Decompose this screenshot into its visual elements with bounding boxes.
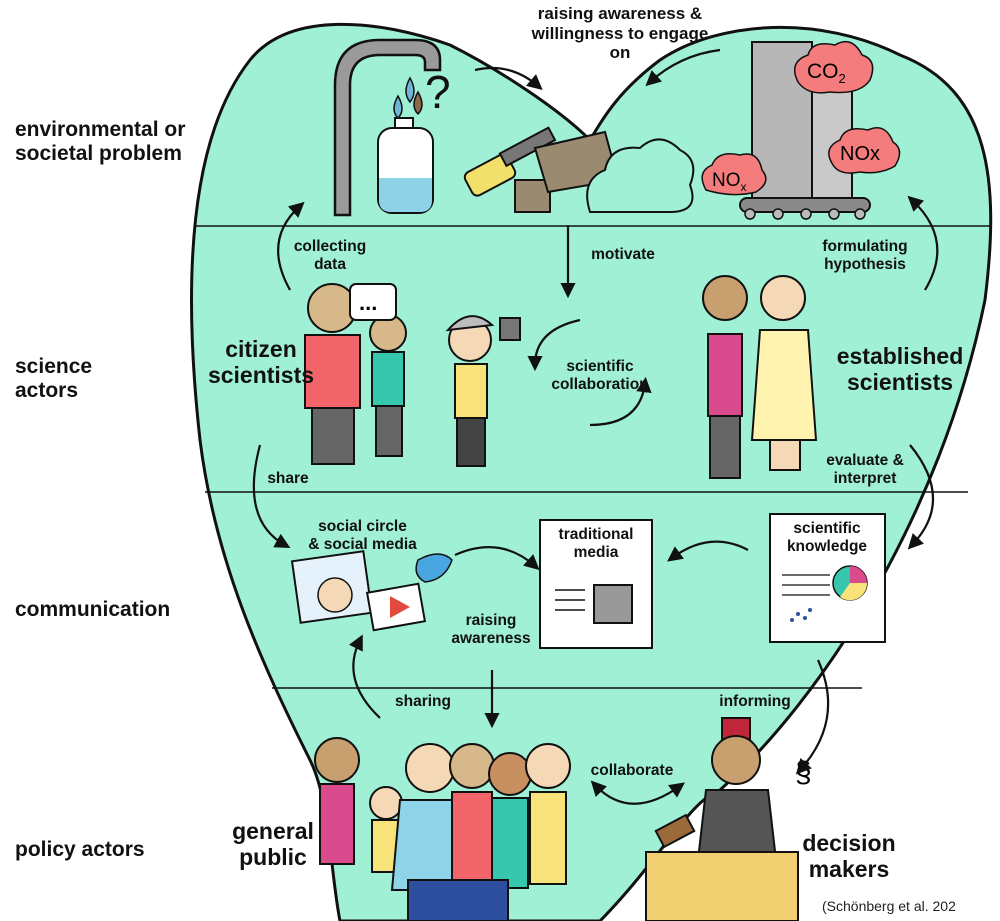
label-citizen-scientists: citizen scientists (207, 336, 315, 389)
nox-cloud-icon: NOx (828, 127, 901, 174)
label-evaluate-interpret: evaluate & interpret (826, 452, 904, 487)
row-label-policy: policy actors (15, 838, 145, 861)
label-formulating-hypothesis: formulating hypothesis (822, 238, 908, 273)
label-established-scientists: established scientists (836, 343, 964, 396)
scientific-paper-icon (769, 513, 886, 643)
svg-text:NOx: NOx (712, 170, 747, 194)
svg-text:CO2: CO2 (807, 60, 846, 86)
row-label-science: science actors (15, 355, 93, 403)
paragraph-sign: § (795, 756, 812, 789)
heart-shape (190, 22, 993, 921)
speech-bubble: ... (349, 283, 397, 321)
citizen-scientists-figures (304, 283, 521, 467)
row-label-problem: environmental or societal problem (15, 118, 186, 166)
label-collecting-data: collecting data (293, 238, 367, 273)
label-scientific-collaboration: scientific collaboration (551, 358, 649, 393)
svg-text:NOx: NOx (840, 143, 880, 165)
established-scientists-figures (702, 275, 818, 479)
flow-arrows (252, 48, 939, 805)
nox-cloud-small-icon: NOx (701, 153, 767, 196)
label-decision-makers: decision makers (802, 830, 896, 883)
label-general-public: general public (232, 818, 314, 871)
top-caption: raising awareness & willingness to engag… (531, 4, 709, 63)
water-bottle-icon (377, 117, 434, 214)
label-traditional-media: traditional media (558, 526, 634, 561)
label-social-circle: social circle & social media (308, 518, 417, 553)
label-raising-awareness: raising awareness (451, 612, 531, 647)
label-informing: informing (719, 693, 791, 710)
bush-icon (586, 138, 695, 213)
citation: (Schönberg et al. 202 (822, 898, 956, 914)
label-share: share (267, 470, 309, 487)
social-media-icon (290, 550, 453, 632)
general-public-figures (314, 737, 571, 921)
label-sharing: sharing (395, 693, 451, 710)
question-mark: ? (425, 66, 451, 118)
co2-cloud-icon: CO2 (793, 40, 874, 94)
faucet-icon (333, 38, 442, 217)
svg-text:...: ... (359, 290, 377, 315)
label-scientific-knowledge: scientific knowledge (786, 520, 868, 555)
newspaper-icon (539, 519, 653, 649)
label-collaborate: collaborate (590, 762, 674, 779)
label-motivate: motivate (591, 246, 655, 263)
row-label-communication: communication (15, 598, 171, 621)
